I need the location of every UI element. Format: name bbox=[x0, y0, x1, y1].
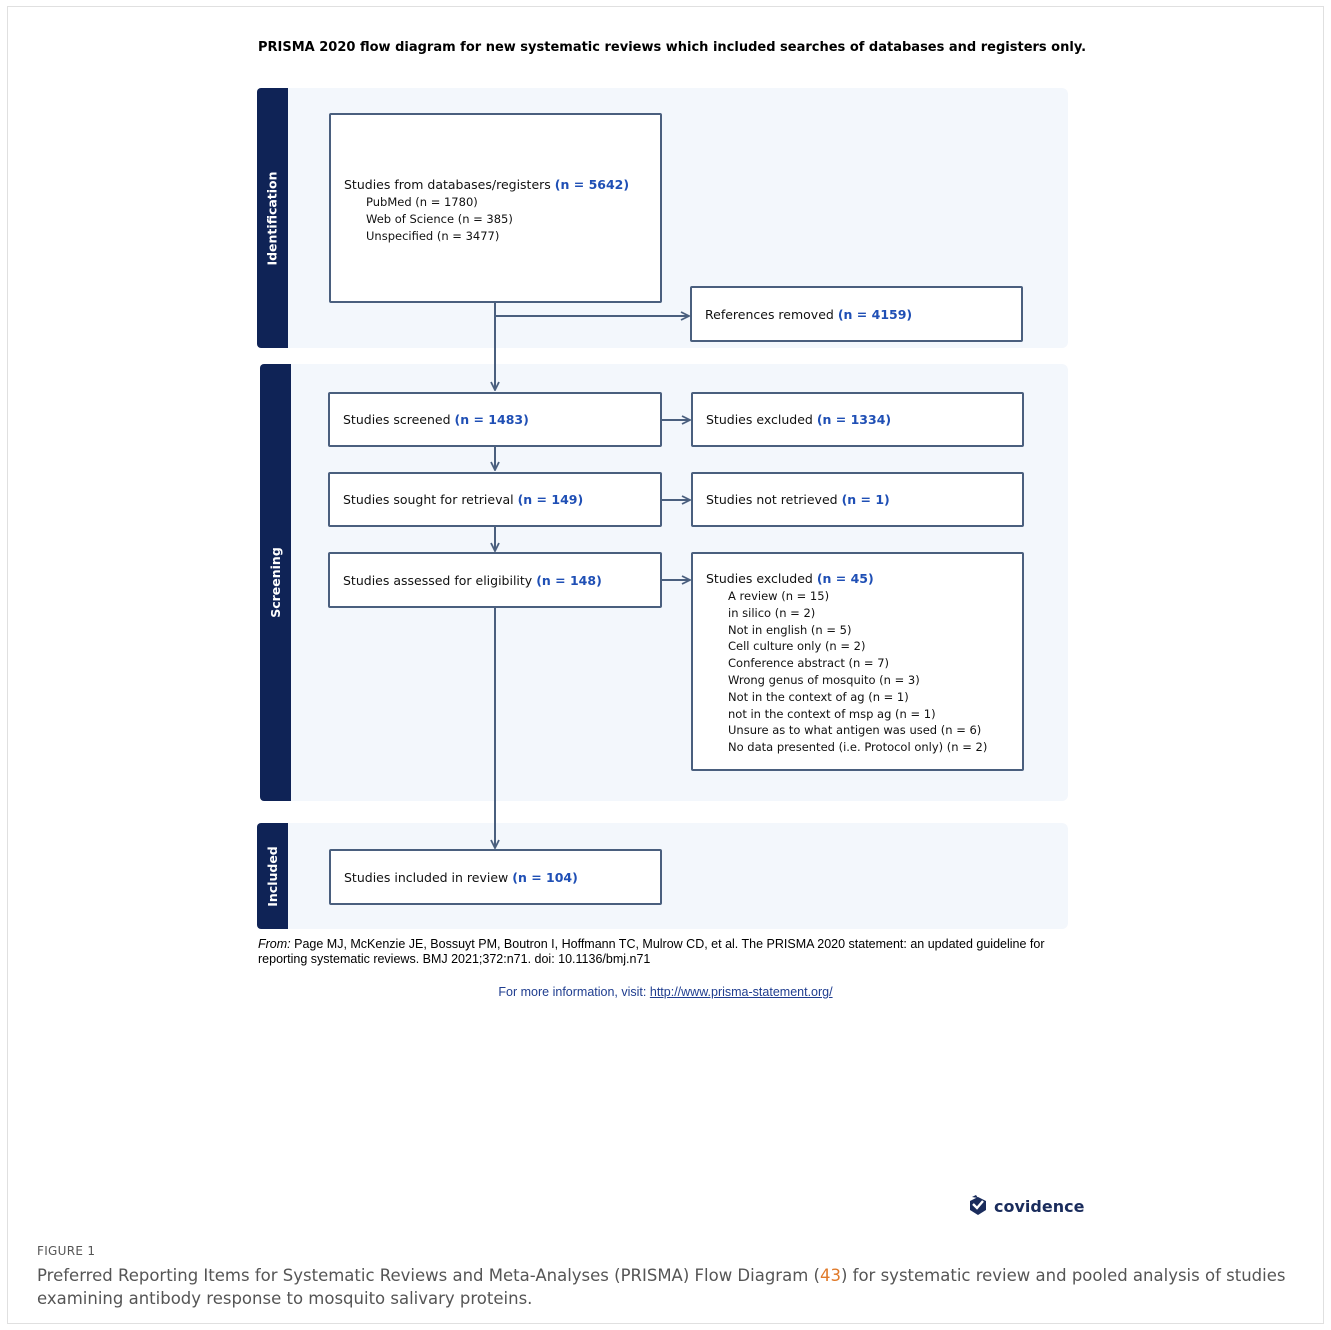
included-count: (n = 104) bbox=[512, 869, 578, 885]
phase-identification: Identification bbox=[257, 88, 288, 348]
figure-frame bbox=[7, 6, 1324, 1324]
figure-label: FIGURE 1 bbox=[37, 1244, 96, 1258]
not-retrieved-box: Studies not retrieved (n = 1) bbox=[691, 472, 1024, 527]
screened-box: Studies screened (n = 1483) bbox=[328, 392, 662, 447]
identification-count: (n = 5642) bbox=[554, 177, 630, 192]
more-info-prefix: For more information, visit: bbox=[498, 985, 647, 999]
exclusion-reason: No data presented (i.e. Protocol only) (… bbox=[728, 740, 988, 755]
source-item: PubMed (n = 1780) bbox=[366, 195, 478, 209]
excluded-reasons-count: (n = 45) bbox=[816, 571, 874, 586]
citation: From: Page MJ, McKenzie JE, Bossuyt PM, … bbox=[258, 937, 1078, 967]
retrieval-box: Studies sought for retrieval (n = 149) bbox=[328, 472, 662, 527]
covidence-logo-icon bbox=[970, 1195, 986, 1215]
exclusion-reason: Unsure as to what antigen was used (n = … bbox=[728, 723, 982, 738]
exclusion-reason: Not in the context of ag (n = 1) bbox=[728, 689, 909, 704]
excluded-reasons-heading: Studies excluded (n = 45) bbox=[706, 570, 1022, 588]
excluded-reasons-box: Studies excluded (n = 45) A review (n = … bbox=[691, 552, 1024, 771]
excluded-label: Studies excluded bbox=[706, 412, 813, 427]
prisma-link[interactable]: http://www.prisma-statement.org/ bbox=[649, 985, 833, 999]
not-retrieved-count: (n = 1) bbox=[841, 492, 890, 507]
covidence-logo-text: covidence bbox=[994, 1196, 1085, 1216]
exclusion-reason: in silico (n = 2) bbox=[728, 605, 816, 620]
retrieval-text: Studies sought for retrieval (n = 149) bbox=[343, 492, 660, 507]
caption-text-start: Preferred Reporting Items for Systematic… bbox=[37, 1266, 820, 1285]
not-retrieved-text: Studies not retrieved (n = 1) bbox=[706, 492, 1022, 507]
identification-heading: Studies from databases/registers (n = 56… bbox=[344, 176, 660, 194]
source-item: Web of Science (n = 385) bbox=[366, 211, 513, 226]
removed-label: References removed bbox=[705, 306, 834, 322]
screened-text: Studies screened (n = 1483) bbox=[343, 412, 660, 427]
exclusion-reason: Wrong genus of mosquito (n = 3) bbox=[728, 672, 920, 687]
exclusion-reason: Cell culture only (n = 2) bbox=[728, 639, 866, 654]
citation-from: From: bbox=[258, 937, 291, 951]
identification-label: Studies from databases/registers bbox=[344, 177, 551, 192]
exclusion-reason: Not in english (n = 5) bbox=[728, 622, 852, 637]
source-item: Unspecified (n = 3477) bbox=[366, 228, 500, 243]
included-box: Studies included in review (n = 104) bbox=[329, 849, 662, 905]
removed-box: References removed (n = 4159) bbox=[690, 286, 1023, 342]
eligibility-box: Studies assessed for eligibility (n = 14… bbox=[328, 552, 662, 608]
covidence-logo: covidence bbox=[968, 1195, 1084, 1217]
retrieval-count: (n = 149) bbox=[517, 492, 584, 507]
removed-count: (n = 4159) bbox=[837, 306, 913, 322]
exclusion-reason: A review (n = 15) bbox=[728, 589, 830, 603]
eligibility-text: Studies assessed for eligibility (n = 14… bbox=[343, 573, 660, 588]
removed-text: References removed (n = 4159) bbox=[705, 307, 1021, 322]
screened-count: (n = 1483) bbox=[454, 412, 529, 427]
screened-label: Studies screened bbox=[343, 412, 451, 427]
excluded-box: Studies excluded (n = 1334) bbox=[691, 392, 1024, 447]
eligibility-count: (n = 148) bbox=[536, 572, 602, 588]
eligibility-label: Studies assessed for eligibility bbox=[343, 572, 533, 588]
excluded-text: Studies excluded (n = 1334) bbox=[706, 412, 1022, 427]
identification-box: Studies from databases/registers (n = 56… bbox=[329, 113, 662, 303]
exclusion-reason: Conference abstract (n = 7) bbox=[728, 656, 890, 671]
citation-text: Page MJ, McKenzie JE, Bossuyt PM, Boutro… bbox=[258, 937, 1045, 966]
included-label: Studies included in review bbox=[344, 869, 509, 885]
phase-screening: Screening bbox=[260, 364, 291, 801]
caption-text-end: ) for systematic review and pooled analy… bbox=[37, 1266, 1286, 1308]
exclusion-reason: not in the context of msp ag (n = 1) bbox=[728, 706, 936, 721]
diagram-title: PRISMA 2020 flow diagram for new systema… bbox=[258, 40, 1087, 55]
excluded-count: (n = 1334) bbox=[816, 412, 892, 427]
not-retrieved-label: Studies not retrieved bbox=[706, 492, 838, 507]
phase-included: Included bbox=[257, 823, 288, 929]
retrieval-label: Studies sought for retrieval bbox=[343, 492, 514, 507]
more-info: For more information, visit: http://www.… bbox=[0, 985, 1331, 999]
caption-reference-link[interactable]: 43 bbox=[819, 1266, 841, 1285]
excluded-reasons-label: Studies excluded bbox=[706, 571, 813, 586]
figure-caption: Preferred Reporting Items for Systematic… bbox=[37, 1264, 1287, 1310]
included-text: Studies included in review (n = 104) bbox=[344, 870, 660, 885]
